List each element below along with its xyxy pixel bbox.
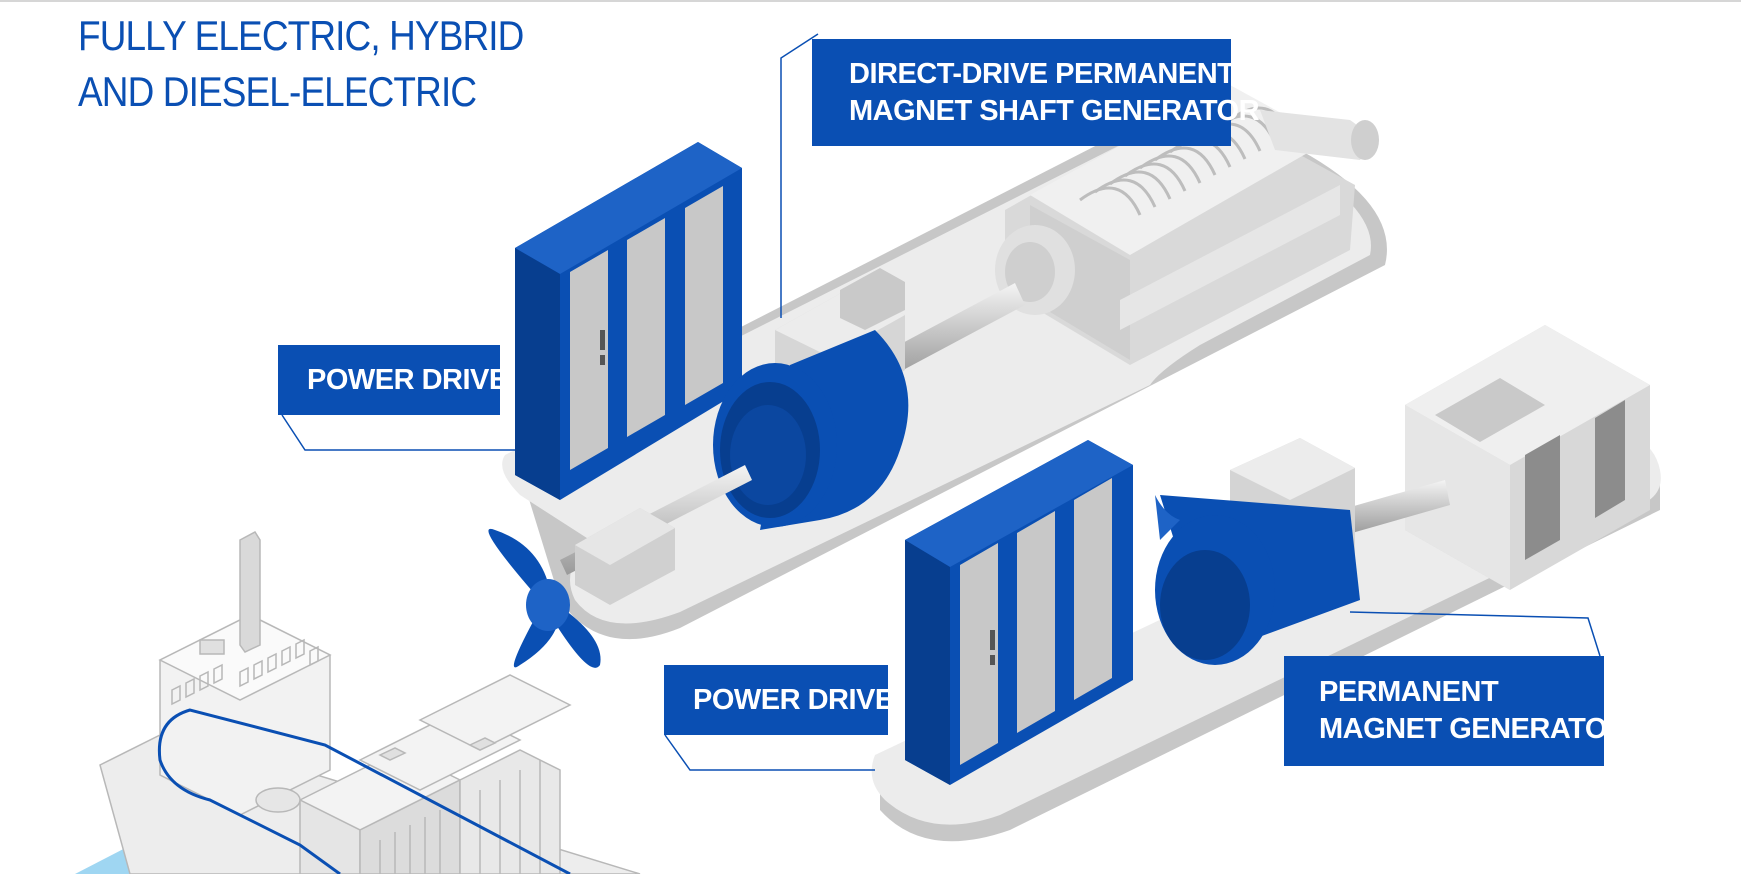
label-power-drive-bottom-text: POWER DRIVE — [693, 683, 894, 716]
title-line-2: AND DIESEL-ELECTRIC — [78, 68, 477, 115]
diesel-engine-top — [995, 85, 1379, 365]
label-pm-generator-line1: PERMANENT — [1319, 676, 1499, 708]
power-route-line — [157, 708, 571, 874]
permanent-magnet-generator — [1155, 495, 1360, 665]
shaft-top — [880, 283, 1025, 377]
label-pm-generator-line2: MAGNET GENERATOR — [1319, 713, 1628, 745]
page-title: FULLY ELECTRIC, HYBRID AND DIESEL-ELECTR… — [78, 8, 524, 120]
label-shaft-generator-line2: MAGNET SHAFT GENERATOR — [849, 94, 1260, 127]
engine-bottom — [1405, 325, 1650, 590]
shaft-bottom — [1340, 480, 1450, 535]
label-power-drive-top-text: POWER DRIVE — [307, 363, 508, 396]
label-shaft-generator-line1: DIRECT-DRIVE PERMANENT — [849, 57, 1235, 90]
power-drive-cabinet-top — [515, 142, 742, 500]
label-power-drive-top: POWER DRIVE — [278, 345, 508, 415]
top-border — [0, 0, 1741, 2]
title-line-1: FULLY ELECTRIC, HYBRID — [78, 12, 524, 59]
leader-lines — [281, 33, 1601, 771]
label-pm-generator: PERMANENT MAGNET GENERATOR — [1284, 656, 1628, 766]
label-power-drive-bottom: POWER DRIVE — [664, 665, 894, 735]
label-shaft-generator: DIRECT-DRIVE PERMANENT MAGNET SHAFT GENE… — [812, 39, 1260, 146]
power-drive-cabinet-bottom — [905, 440, 1133, 785]
propeller — [488, 528, 601, 668]
